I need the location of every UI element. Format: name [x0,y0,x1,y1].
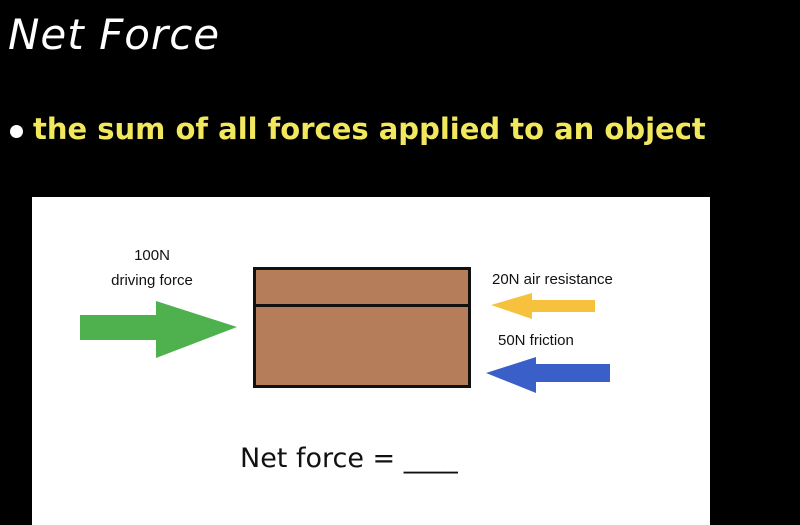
air-resistance-arrow-icon [491,293,595,319]
driving-force-arrow-shape [80,301,237,358]
bullet-dot-icon [10,124,23,138]
slide-title: Net Force [8,10,221,59]
box-bottom [253,304,471,388]
bullet-text: the sum of all forces applied to an obje… [33,112,706,146]
driving-force-magnitude-label: 100N [134,247,170,264]
bullet-row: the sum of all forces applied to an obje… [10,112,706,146]
driving-force-label: driving force [111,272,193,289]
friction-label: 50N friction [498,332,574,349]
air-resistance-label: 20N air resistance [492,271,613,288]
friction-arrow-shape [486,357,610,393]
air-resistance-arrow-shape [491,293,595,319]
diagram-panel: 100N driving force 20N air resistance 50… [32,197,710,525]
net-force-question: Net force = ____ [240,443,458,474]
box-top [253,267,471,307]
driving-force-arrow-icon [80,301,237,358]
friction-arrow-icon [486,357,610,393]
